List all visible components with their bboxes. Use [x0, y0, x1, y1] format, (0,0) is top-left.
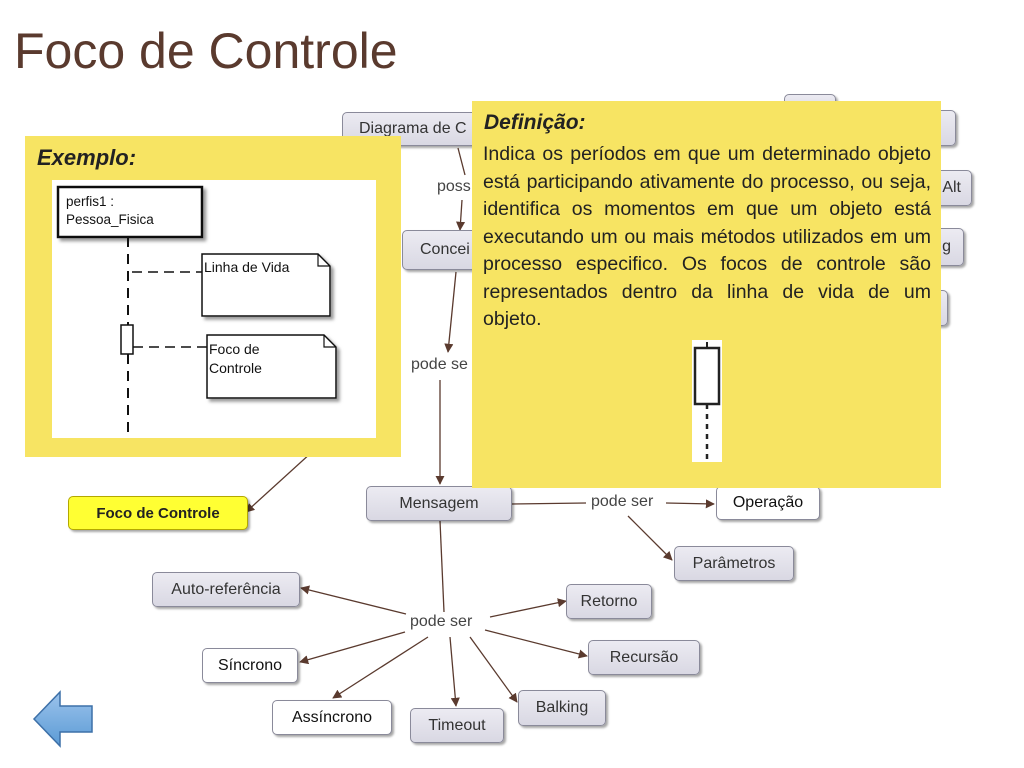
link-podeser3-retorno — [489, 598, 567, 618]
object-label: perfis1 : Pessoa_Fisica — [66, 194, 154, 227]
node-autoreferencia[interactable]: Auto-referência — [152, 572, 300, 607]
link-possui-conceito — [456, 199, 466, 231]
node-timeout[interactable]: Timeout — [410, 708, 504, 743]
note-lifeline-label: Linha de Vida — [204, 259, 290, 275]
node-mensagem[interactable]: Mensagem — [366, 486, 512, 521]
node-operacao[interactable]: Operação — [716, 486, 820, 520]
left-arrow-icon[interactable] — [32, 690, 94, 748]
node-assincrono[interactable]: Assíncrono — [272, 700, 392, 735]
node-sincrono[interactable]: Síncrono — [202, 648, 298, 683]
link-podeser3-sincrono — [299, 631, 406, 665]
link-podeser3-assincrono — [332, 636, 429, 699]
link-podeser3-balking — [469, 636, 518, 703]
link-podeser2-parametros — [627, 515, 673, 561]
link-mensagem-podeser2 — [511, 502, 587, 505]
example-diagram-drawing — [56, 185, 337, 432]
node-conceito[interactable]: Concei — [402, 230, 482, 270]
slide-title: Foco de Controle — [14, 23, 398, 79]
link-podeser3-auto — [300, 585, 407, 615]
node-parametros[interactable]: Parâmetros — [674, 546, 794, 581]
link-podeser3-timeout — [449, 636, 460, 707]
node-balking[interactable]: Balking — [518, 690, 606, 726]
link-podeser2-operacao — [665, 499, 715, 509]
link-label-pode-ser-1: pode se — [408, 356, 471, 374]
link-conceito-podeser — [444, 271, 457, 353]
example-title: Exemplo: — [37, 145, 137, 170]
link-label-pode-ser-3: pode ser — [407, 613, 476, 631]
focus-of-control-illustration — [692, 340, 722, 462]
link-diagrama-possui — [457, 147, 466, 176]
link-label-possui: poss — [434, 178, 474, 196]
definition-body: Indica os períodos em que um determinado… — [483, 143, 931, 330]
definition-title: Definição: — [484, 111, 586, 134]
example-diagram: perfis1 : Pessoa_Fisica Linha de Vida Fo… — [52, 180, 376, 438]
link-label-pode-ser-2: pode ser — [588, 493, 657, 511]
link-podeser3-recursao — [484, 629, 588, 659]
link-mensagem-podeser3 — [439, 520, 445, 613]
node-foco-de-controle[interactable]: Foco de Controle — [68, 496, 248, 530]
node-retorno[interactable]: Retorno — [566, 584, 652, 619]
note-focus-label: Foco de Controle — [209, 341, 262, 376]
node-recursao[interactable]: Recursão — [588, 640, 700, 675]
